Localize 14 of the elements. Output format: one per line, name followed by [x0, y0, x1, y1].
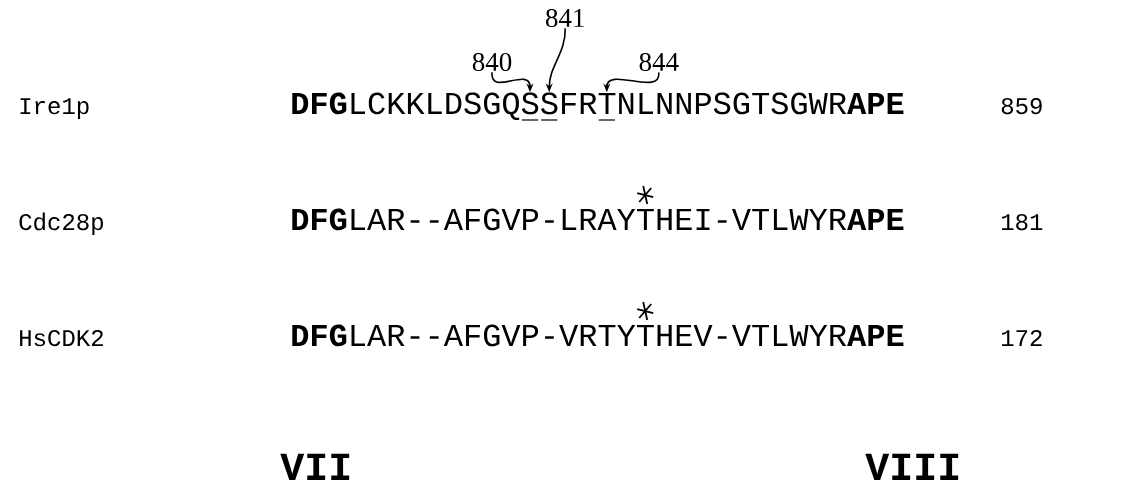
- residue-number: 844: [639, 52, 679, 72]
- residue-number: 840: [472, 52, 512, 72]
- domain-label: VII: [280, 453, 350, 480]
- domain-label: VIII: [865, 453, 959, 480]
- residue-number: 181: [1001, 213, 1043, 231]
- sequence-text: DFGLAR--AFGVP-VRTYTHEV-VTLWYRAPE: [292, 324, 904, 347]
- sequence-text: DFGLCKKLDSGQSSFRTNLNNPSGTSGWRAPE: [292, 92, 904, 121]
- residue-number: 172: [1001, 329, 1042, 346]
- protein-name: HsCDK2: [20, 329, 103, 347]
- protein-name: Cdc28p: [19, 212, 103, 235]
- residue-number: 841: [546, 8, 584, 28]
- protein-name: Ire1p: [20, 98, 89, 119]
- residue-number: 859: [1001, 97, 1042, 115]
- sequence-text: DFGLAR--AFGVP-LRAYTHEI-VTLWYRAPE: [292, 208, 904, 231]
